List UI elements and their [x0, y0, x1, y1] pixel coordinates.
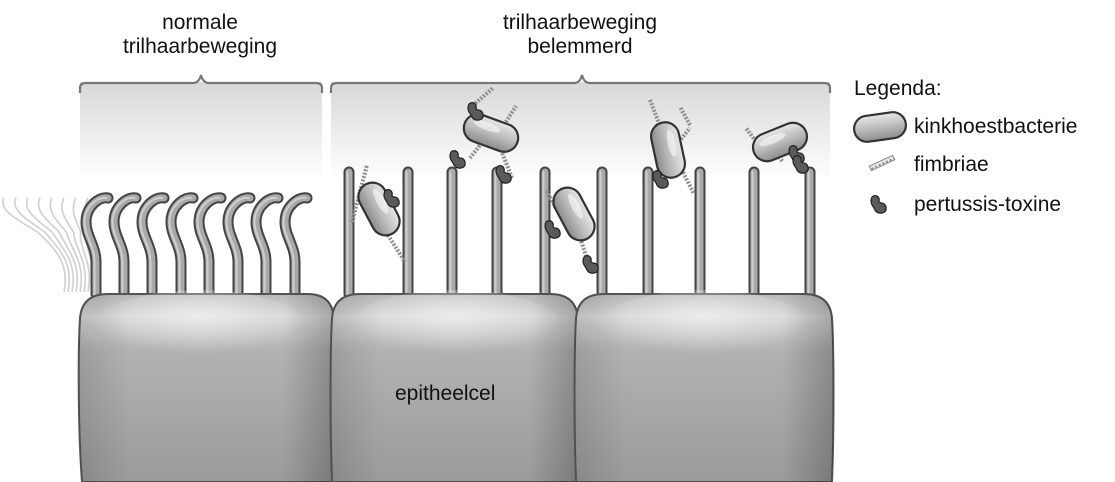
heading-impaired: trilhaarbeweging belemmerd	[475, 11, 685, 59]
cell-label: epitheelcel	[395, 382, 495, 406]
heading-normal-line2: trilhaarbeweging	[95, 35, 305, 59]
bacterium	[353, 178, 404, 241]
legend-item-bacterium-label: kinkhoestbacterie	[914, 115, 1077, 139]
heading-impaired-line2: belemmerd	[475, 35, 685, 59]
legend-item-toxin-label: pertussis-toxine	[914, 193, 1061, 217]
epithelial-cell-3	[575, 290, 834, 482]
toxin-icon	[871, 196, 886, 213]
heading-normal-line1: normale	[95, 11, 305, 35]
cilia-motion-trail	[3, 198, 93, 292]
heading-normal: normale trilhaarbeweging	[95, 11, 305, 59]
fimbria-icon	[869, 155, 895, 171]
bacterium-icon	[852, 111, 907, 144]
legend-title: Legenda:	[854, 77, 942, 101]
epithelial-cell-1	[79, 290, 335, 482]
toxin	[583, 256, 598, 273]
legend-item-fimbriae-label: fimbriae	[914, 153, 989, 177]
mucus-layer-right	[331, 82, 830, 180]
mucus-layer-left	[80, 82, 322, 180]
heading-impaired-line1: trilhaarbeweging	[475, 11, 685, 35]
fimbria	[386, 232, 405, 262]
normal-cilia-group	[85, 198, 308, 294]
